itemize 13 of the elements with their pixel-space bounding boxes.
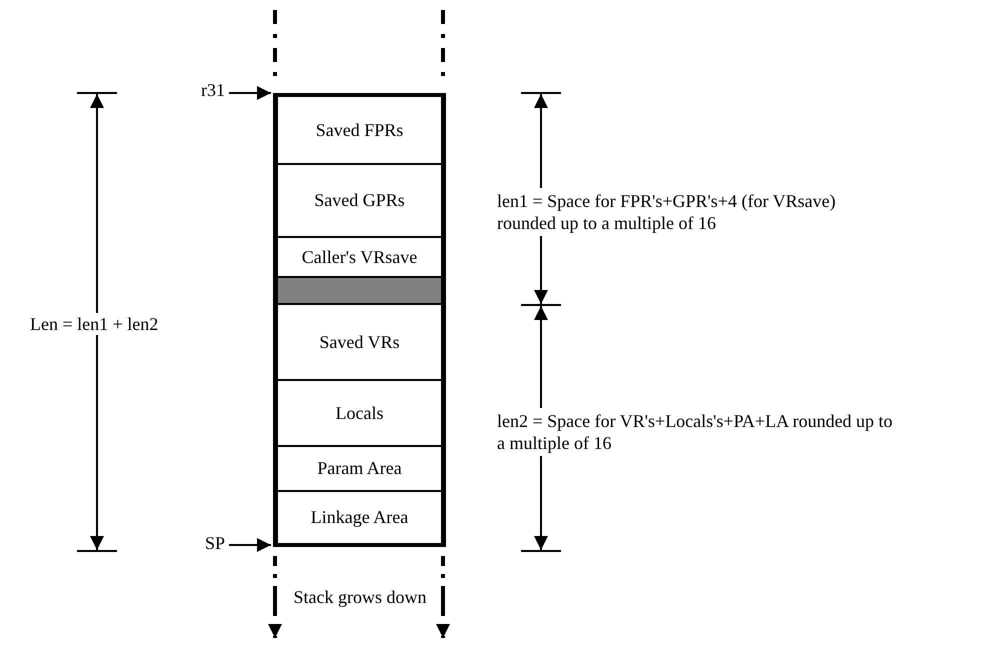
pointer-arrow [229,86,271,100]
register-label: SP [204,532,225,554]
pointer-arrow [229,538,271,552]
stack-slot: Param Area [273,445,446,490]
stack-slot: Saved VRs [273,303,446,379]
padding-bar [273,276,446,303]
stack-slot: Saved GPRs [273,163,446,236]
stack-slot: Caller's VRsave [273,236,446,276]
stack-slot: Linkage Area [273,490,446,547]
stack-slot: Locals [273,379,446,445]
stack-slot: Saved FPRs [273,93,446,163]
note-text: Stack grows down [292,586,428,608]
register-label: r31 [201,79,225,101]
